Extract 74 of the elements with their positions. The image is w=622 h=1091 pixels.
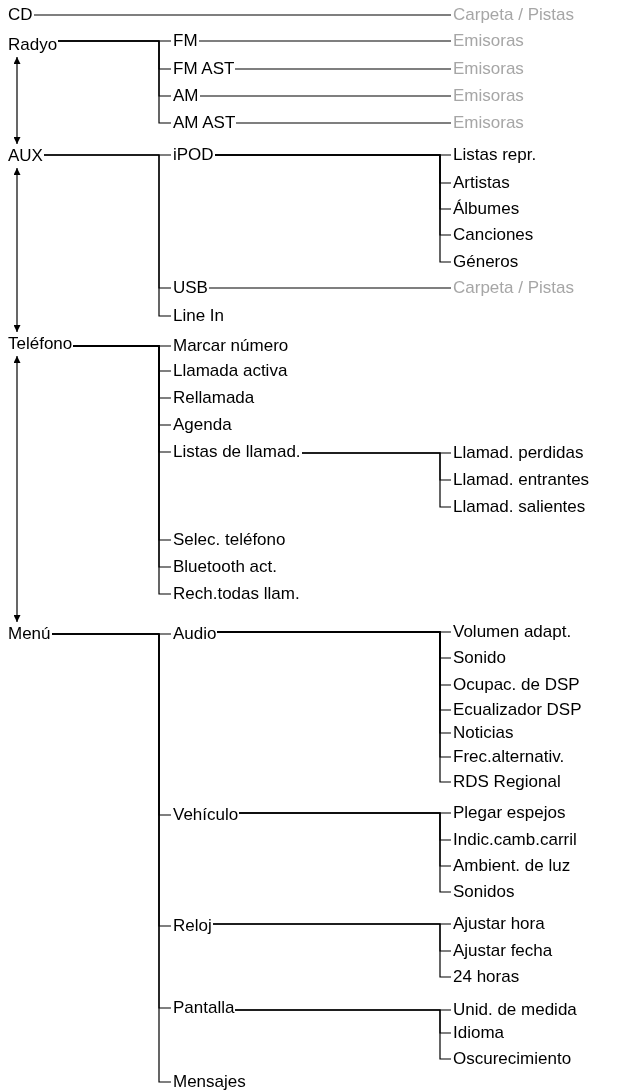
menu-label: Artistas [453, 172, 510, 194]
menu-label: Sonidos [453, 881, 515, 903]
menu-label: Selec. teléfono [173, 529, 286, 551]
menu-label: Unid. de medida [453, 999, 577, 1021]
double-arrow [13, 167, 21, 333]
double-arrow [13, 56, 21, 145]
menu-label: AM [173, 85, 199, 107]
menu-label: USB [173, 277, 208, 299]
menu-label: Reloj [173, 915, 212, 937]
option-label: Carpeta / Pistas [453, 277, 574, 299]
double-arrow [13, 355, 21, 623]
menu-label: Canciones [453, 224, 534, 246]
tree-connector [33, 14, 452, 16]
tree-connector [301, 452, 452, 508]
menu-label: Mensajes [173, 1071, 246, 1091]
menu-label: Vehículo [173, 804, 239, 826]
menu-label: Llamada activa [173, 360, 288, 382]
menu-label: Frec.alternativ. [453, 746, 565, 768]
menu-label: Llamad. entrantes [453, 469, 590, 491]
tree-connector [235, 122, 452, 124]
option-label: Carpeta / Pistas [453, 4, 574, 26]
menu-label: Géneros [453, 251, 519, 273]
menu-label: Idioma [453, 1022, 505, 1044]
menu-label: Radyo [8, 34, 58, 56]
menu-label: CD [8, 4, 33, 26]
menu-label: iPOD [173, 144, 214, 166]
menu-label: Listas de llamad. [173, 441, 301, 463]
tree-connector [238, 812, 452, 893]
menu-label: Listas repr. [453, 144, 537, 166]
menu-label: AM AST [173, 112, 236, 134]
menu-label: Ecualizador DSP [453, 699, 582, 721]
menu-label: Indic.camb.carril [453, 829, 577, 851]
menu-label: Ambient. de luz [453, 855, 571, 877]
menu-label: Marcar número [173, 335, 289, 357]
menu-label: RDS Regional [453, 771, 561, 793]
menu-label: Teléfono [8, 333, 73, 355]
menu-label: Rellamada [173, 387, 255, 409]
menu-label: Ajustar fecha [453, 940, 553, 962]
option-label: Emisoras [453, 58, 524, 80]
menu-label: Agenda [173, 414, 232, 436]
tree-connector [57, 40, 172, 124]
menu-label: FM [173, 30, 198, 52]
menu-label: 24 horas [453, 966, 520, 988]
menu-label: Menú [8, 623, 51, 645]
menu-label: Audio [173, 623, 217, 645]
tree-connector [212, 923, 452, 978]
tree-connector [51, 633, 172, 1083]
menu-label: Llamad. salientes [453, 496, 586, 518]
menu-label: Ocupac. de DSP [453, 674, 580, 696]
menu-label: Line In [173, 305, 225, 327]
option-label: Emisoras [453, 112, 524, 134]
tree-connector [199, 95, 452, 97]
tree-connector [234, 1009, 452, 1060]
menu-label: Bluetooth act. [173, 556, 277, 578]
menu-label: Pantalla [173, 997, 235, 1019]
tree-connector [216, 631, 452, 783]
menu-label: Rech.todas llam. [173, 583, 300, 605]
tree-connector [234, 68, 452, 70]
menu-label: Sonido [453, 647, 506, 669]
tree-connector [214, 154, 452, 263]
menu-label: FM AST [173, 58, 235, 80]
tree-connector [43, 154, 172, 317]
menu-label: Álbumes [453, 198, 520, 220]
menu-label: Ajustar hora [453, 913, 545, 935]
menu-label: AUX [8, 145, 43, 167]
menu-label: Llamad. perdidas [453, 442, 584, 464]
option-label: Emisoras [453, 30, 524, 52]
tree-connector [198, 40, 452, 42]
menu-label: Plegar espejos [453, 802, 566, 824]
menu-label: Oscurecimiento [453, 1048, 572, 1070]
option-label: Emisoras [453, 85, 524, 107]
menu-label: Noticias [453, 722, 514, 744]
tree-connector [208, 287, 452, 289]
menu-label: Volumen adapt. [453, 621, 572, 643]
